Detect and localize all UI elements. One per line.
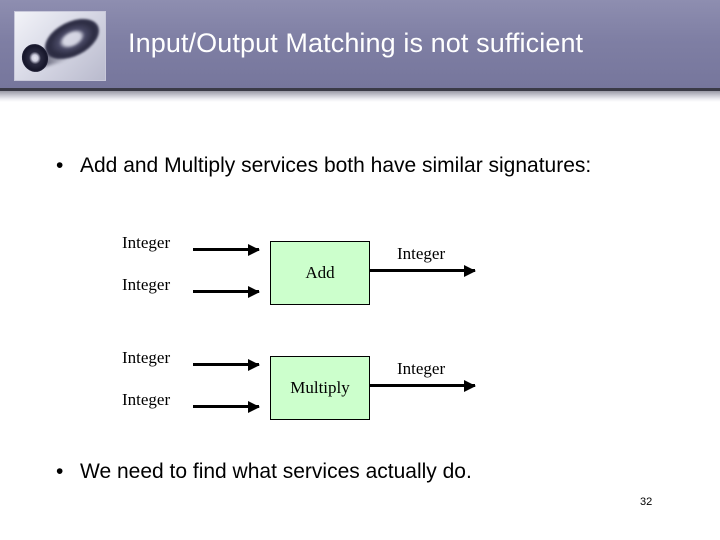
- bullet-marker-icon: •: [56, 154, 64, 177]
- page-title: Input/Output Matching is not sufficient: [128, 28, 584, 58]
- page-number: 32: [640, 496, 653, 508]
- add-service-box: Add: [270, 241, 370, 305]
- add-output-arrow-icon: [370, 264, 476, 277]
- add-input-1-arrow-icon: [193, 243, 260, 256]
- bullet-item-1: • Add and Multiply services both have si…: [56, 152, 596, 180]
- header-shadow: [0, 91, 720, 102]
- multiply-input-1-label: Integer: [122, 348, 171, 367]
- multiply-input-1-arrow-icon: [193, 358, 260, 371]
- torus-logo-icon: [14, 11, 106, 81]
- multiply-service-diagram: Integer Integer Multiply Integer: [0, 345, 720, 435]
- header-divider: [0, 88, 720, 91]
- multiply-service-box: Multiply: [270, 356, 370, 420]
- add-input-2-label: Integer: [122, 275, 171, 294]
- multiply-service-label: Multiply: [290, 378, 350, 397]
- multiply-output-label: Integer: [397, 359, 446, 378]
- bullet-text-1: Add and Multiply services both have simi…: [80, 154, 592, 177]
- bullet-marker-icon: •: [56, 460, 64, 483]
- multiply-input-2-label: Integer: [122, 390, 171, 409]
- add-input-1-label: Integer: [122, 233, 171, 252]
- add-output-label: Integer: [397, 244, 446, 263]
- multiply-output-arrow-icon: [370, 379, 476, 392]
- header-band: [0, 0, 720, 88]
- bullet-item-2: • We need to find what services actually…: [56, 458, 616, 486]
- bullet-text-2: We need to find what services actually d…: [80, 460, 472, 483]
- add-input-2-arrow-icon: [193, 285, 260, 298]
- add-service-label: Add: [305, 263, 335, 282]
- add-service-diagram: Integer Integer Add Integer: [0, 230, 720, 320]
- multiply-input-2-arrow-icon: [193, 400, 260, 413]
